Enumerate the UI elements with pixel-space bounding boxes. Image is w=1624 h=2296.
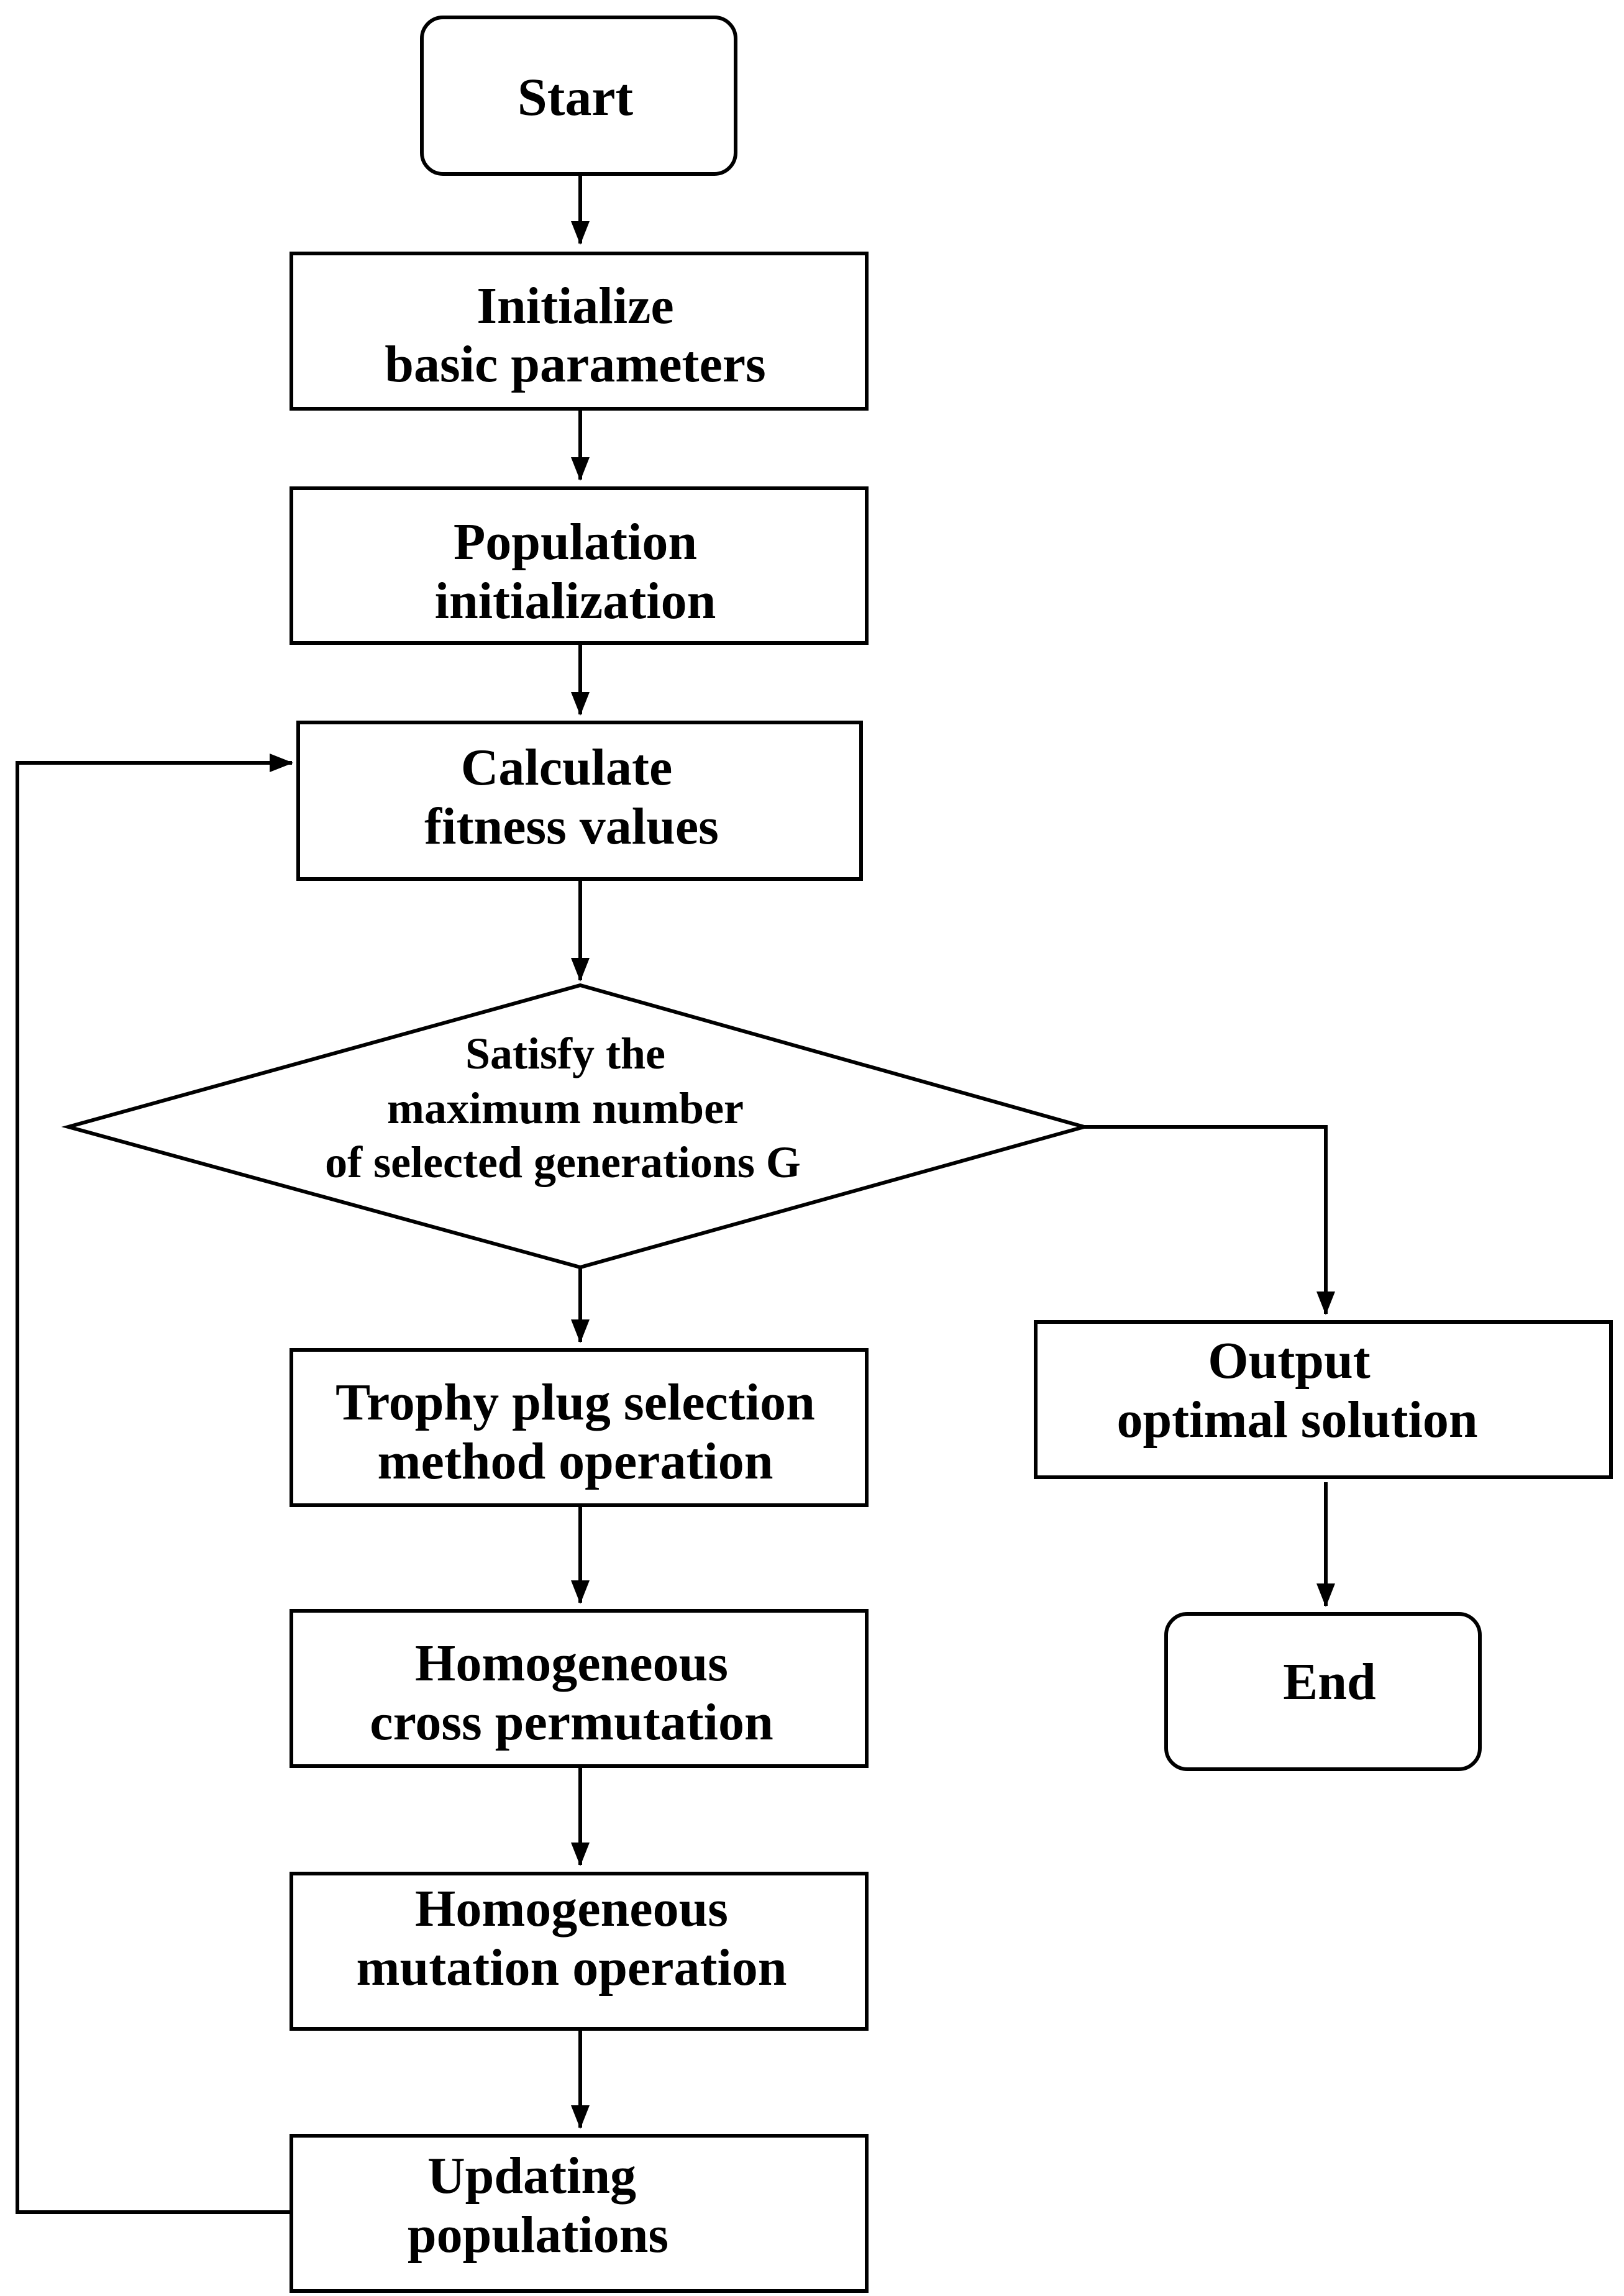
selection-box [290,1348,869,1507]
mutation-line-2: mutation operation [357,1939,787,1997]
init-params-line-2: basic parameters [385,335,766,393]
edge-update-loop-to-fitness [16,754,293,2214]
node-decision: Satisfy the maximum number of selected g… [61,983,1092,1270]
init-params-line-1: Initialize [477,277,673,335]
node-output: Output optimal solution [1034,1320,1613,1479]
crossover-box [290,1609,869,1768]
end-label: End [1283,1653,1375,1711]
fitness-line-2: fitness values [424,798,719,855]
init-params-box [290,252,869,411]
output-box [1034,1320,1613,1479]
edges [16,174,1335,2214]
output-line-1: Output [1208,1332,1370,1390]
output-line-2: optimal solution [1116,1391,1477,1449]
start-terminal-shape [420,16,737,176]
node-selection: Trophy plug selection method operation [290,1348,869,1507]
mutation-line-1: Homogeneous [415,1880,728,1938]
population-init-line-2: initialization [435,572,716,630]
node-update: Updating populations [290,2134,869,2293]
node-population-init: Population initialization [290,486,869,645]
selection-line-2: method operation [378,1433,773,1490]
decision-line-3: of selected generations G [325,1137,801,1187]
update-line-1: Updating [427,2147,636,2205]
population-init-box [290,486,869,645]
node-init-params: Initialize basic parameters [290,252,869,411]
start-label: Start [518,67,634,127]
crossover-line-2: cross permutation [370,1693,773,1751]
population-init-line-1: Population [454,513,697,571]
fitness-box [296,721,863,881]
node-end: End [1164,1612,1482,1771]
crossover-line-1: Homogeneous [415,1634,728,1692]
decision-line-1: Satisfy the [465,1029,665,1078]
end-terminal-shape [1164,1612,1482,1771]
decision-line-2: maximum number [387,1083,744,1133]
update-box [290,2134,869,2293]
node-crossover: Homogeneous cross permutation [290,1609,869,1768]
node-mutation: Homogeneous mutation operation [290,1872,869,2031]
node-start: Start [420,16,737,176]
update-line-2: populations [408,2206,668,2264]
mutation-box [290,1872,869,2031]
decision-diamond [61,983,1092,1270]
node-fitness: Calculate fitness values [296,721,863,881]
fitness-line-1: Calculate [461,739,673,796]
edge-decision-to-output [1084,1125,1335,1315]
selection-line-1: Trophy plug selection [335,1374,815,1431]
